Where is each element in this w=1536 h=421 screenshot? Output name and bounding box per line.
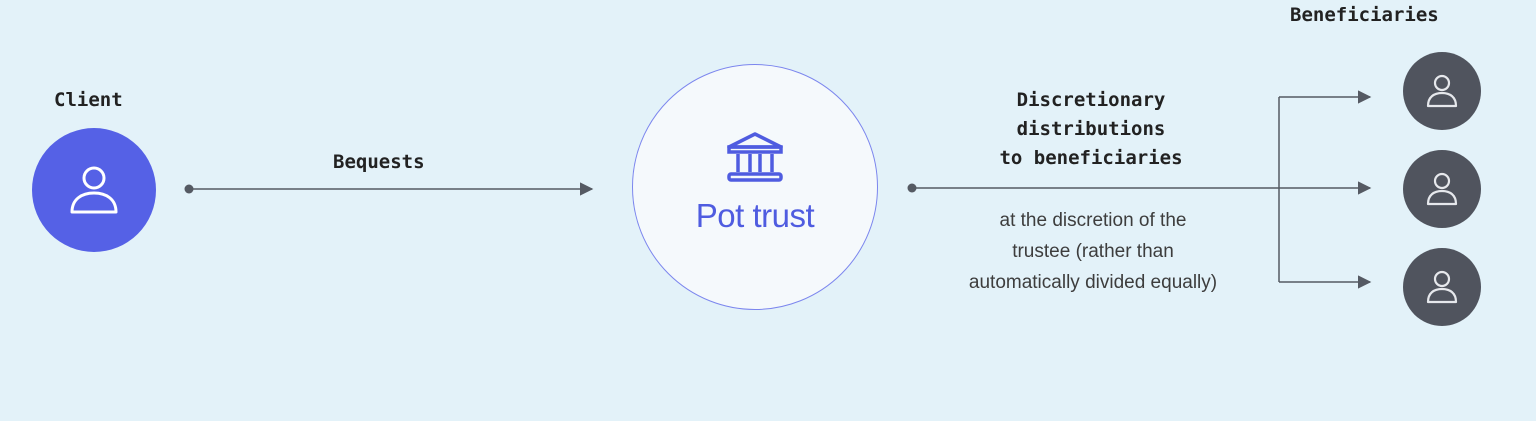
pot-trust-label: Pot trust <box>695 197 815 234</box>
client-avatar <box>32 128 156 252</box>
person-icon <box>1426 172 1458 206</box>
discretion-note: at the discretion of the trustee (rather… <box>926 205 1260 298</box>
discretion-note-line: trustee (rather than <box>1012 241 1174 262</box>
client-label: Client <box>54 89 123 111</box>
beneficiary-avatar <box>1403 150 1481 228</box>
distributions-line: distributions <box>1016 118 1166 140</box>
beneficiary-avatar <box>1403 248 1481 326</box>
bequests-label: Bequests <box>333 151 425 173</box>
pot-trust-node <box>632 64 878 310</box>
distributions-label: Discretionary distributions to beneficia… <box>960 86 1222 173</box>
distributions-line: to beneficiaries <box>999 147 1183 169</box>
discretion-note-line: at the discretion of the <box>999 210 1187 231</box>
distributions-line: Discretionary <box>1016 89 1166 111</box>
bank-icon <box>724 130 786 191</box>
beneficiaries-label: Beneficiaries <box>1290 4 1439 26</box>
beneficiary-avatar <box>1403 52 1481 130</box>
person-icon <box>70 166 118 214</box>
person-icon <box>1426 270 1458 304</box>
discretion-note-line: automatically divided equally) <box>968 272 1218 293</box>
person-icon <box>1426 74 1458 108</box>
